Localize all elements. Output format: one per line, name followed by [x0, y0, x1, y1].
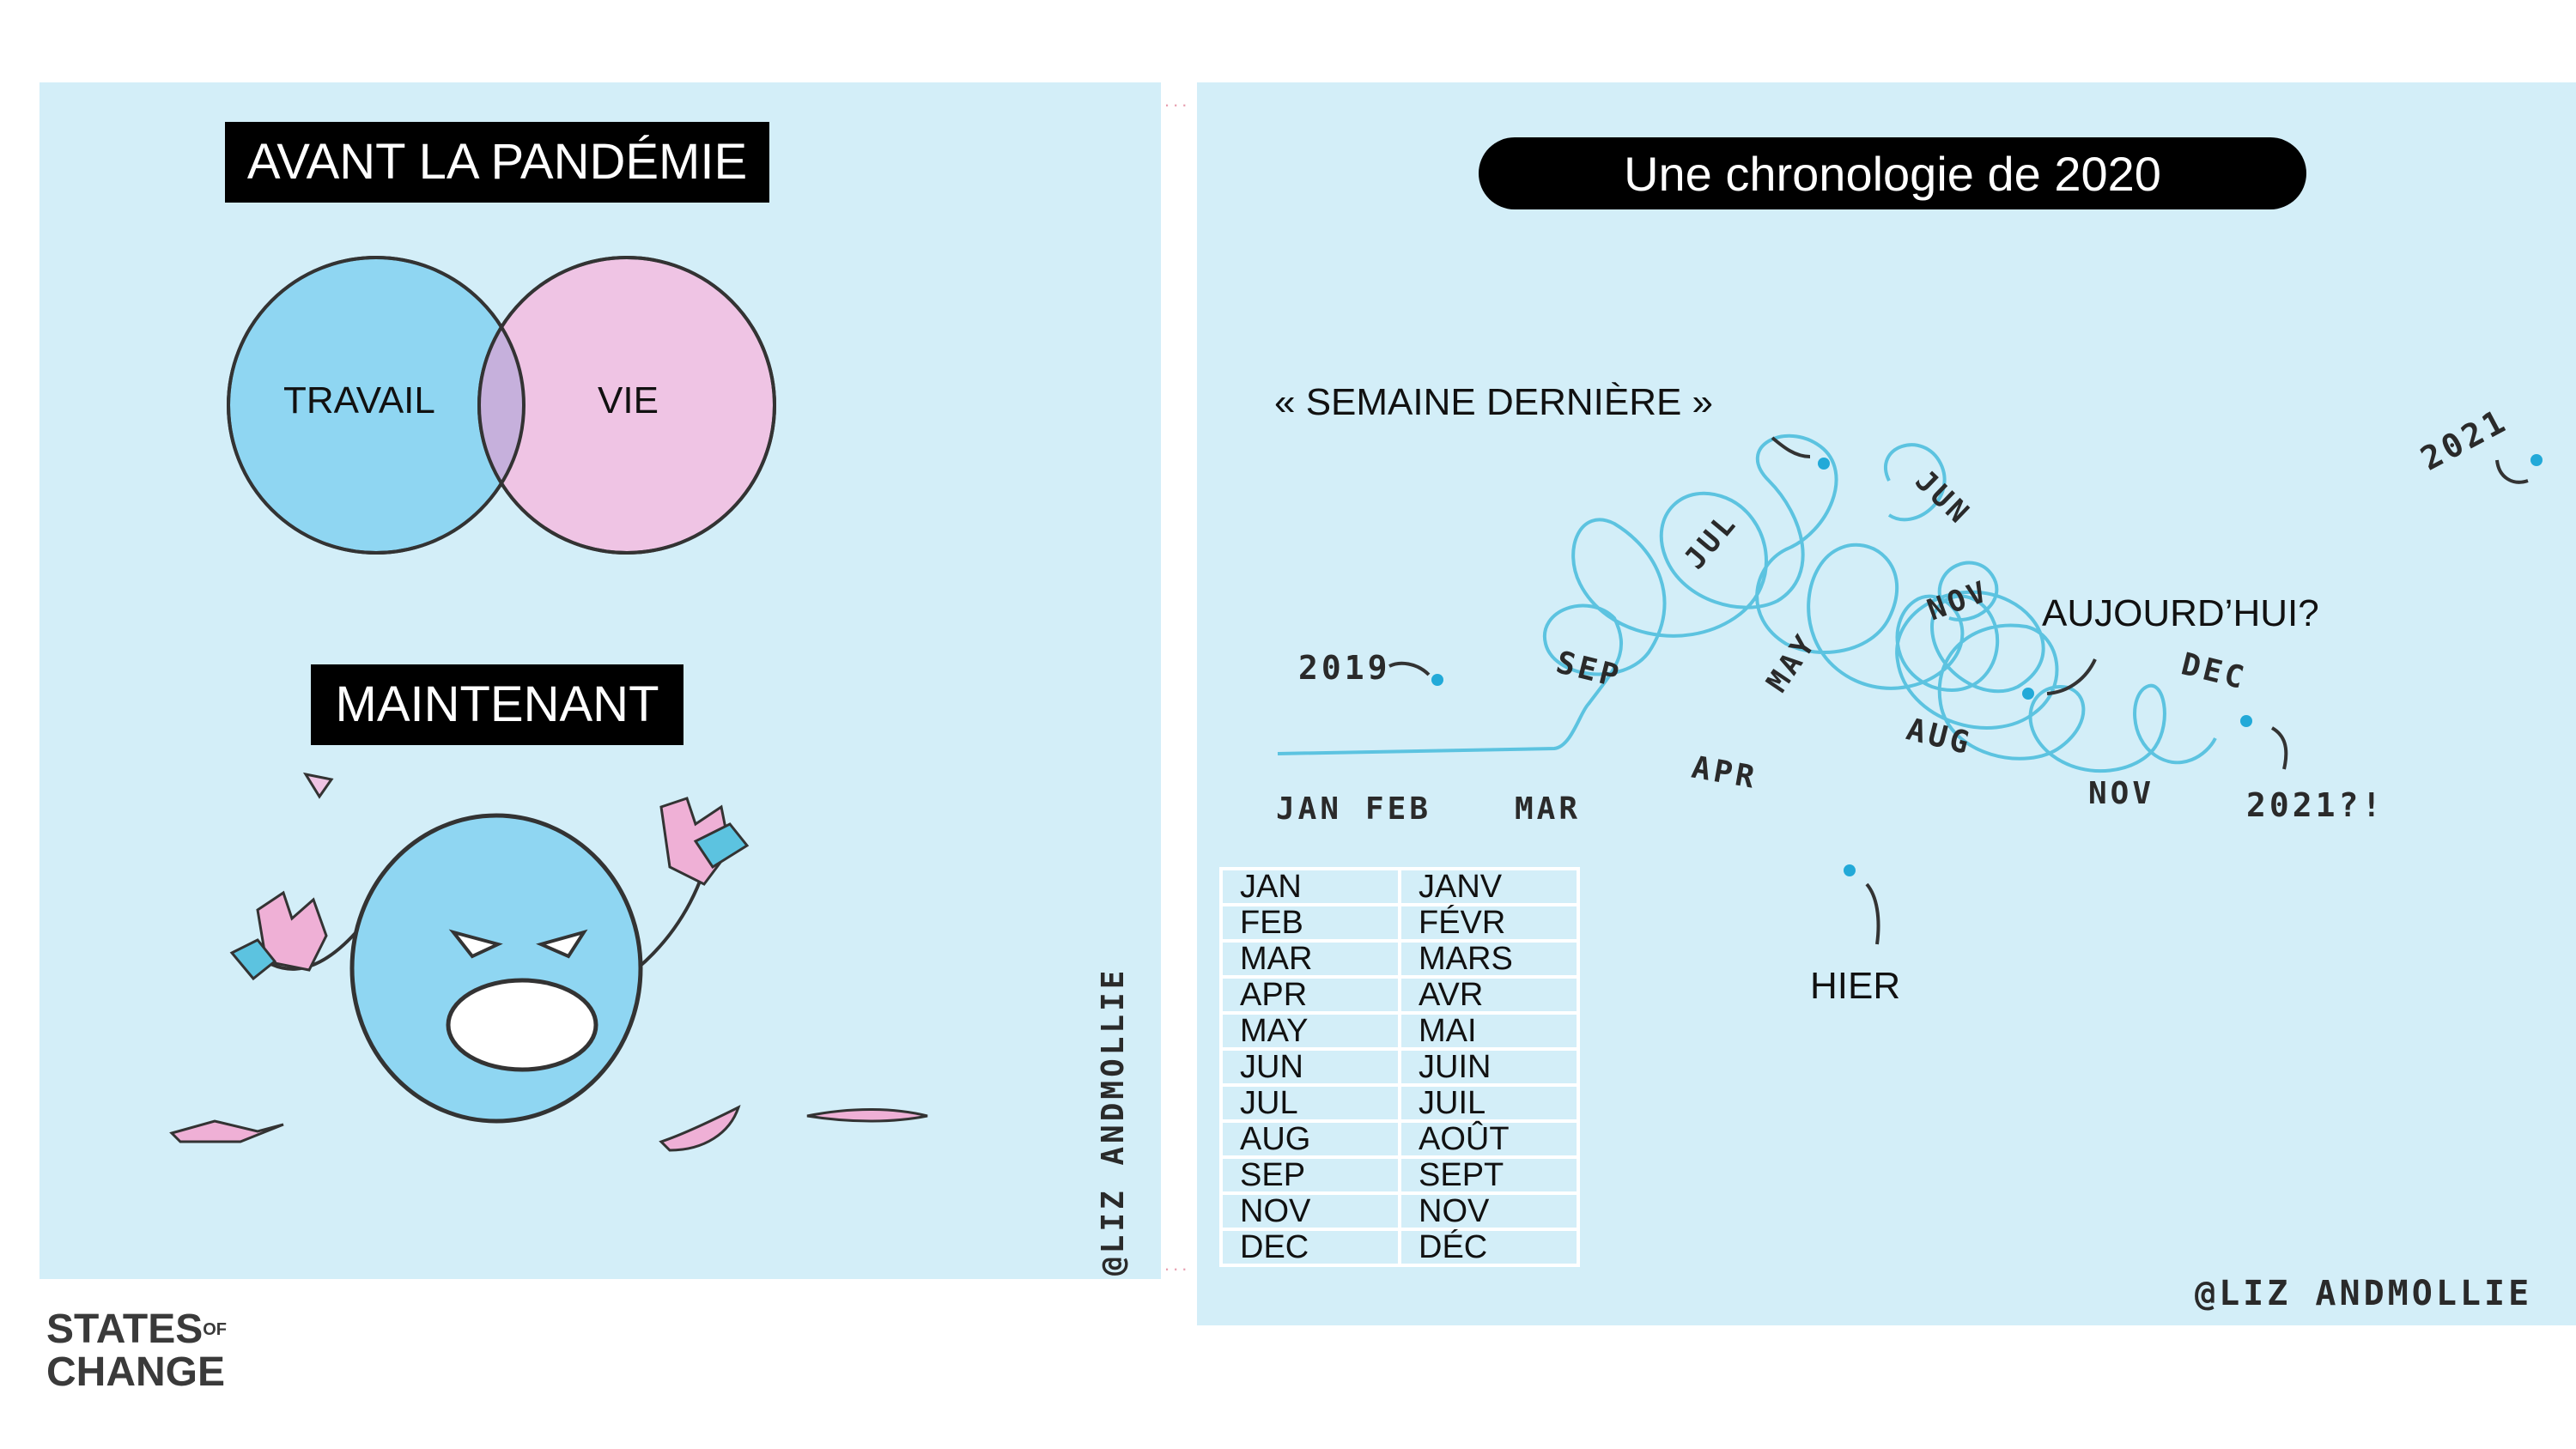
hand-jan: JAN [1276, 791, 1343, 827]
dot-2019 [1431, 674, 1443, 686]
month-french: JUIN [1398, 1047, 1580, 1087]
month-english: APR [1219, 975, 1401, 1015]
logo-of: OF [203, 1320, 228, 1339]
hair-piece [302, 772, 334, 799]
timeline-drawing [1277, 137, 2543, 945]
month-french: JUIL [1398, 1083, 1580, 1123]
logo-line1: STATES [46, 1307, 204, 1352]
month-english: MAY [1219, 1011, 1401, 1051]
hand-2021q: 2021?! [2246, 786, 2385, 824]
hand-nov2: NOV [2088, 776, 2155, 811]
label-today: AUJOURD’HUI? [2042, 592, 2319, 634]
hair-piece [806, 1108, 928, 1123]
month-english: MAR [1219, 939, 1401, 979]
month-french: MAI [1398, 1011, 1580, 1051]
logo-line2: CHANGE [46, 1349, 226, 1395]
month-english: SEP [1219, 1155, 1401, 1195]
title-now: MAINTENANT [311, 664, 683, 745]
month-french: MARS [1398, 939, 1580, 979]
month-english: AUG [1219, 1119, 1401, 1159]
left-credit: @LIZ ANDMOLLIE [1096, 967, 1131, 1276]
stressed-character [169, 772, 928, 1152]
dot-2021 [2530, 454, 2543, 466]
dot-2021q [2240, 715, 2252, 727]
hand-mar: MAR [1515, 791, 1582, 827]
arrow-icon [1388, 661, 1431, 676]
month-french: NOV [1398, 1191, 1580, 1231]
month-english: JUN [1219, 1047, 1401, 1087]
divider-dots-top: ... [1164, 89, 1191, 111]
venn-overlap [479, 328, 524, 482]
month-english: NOV [1219, 1191, 1401, 1231]
month-english: DEC [1219, 1228, 1401, 1267]
hand-2019: 2019 [1298, 649, 1391, 687]
month-french: JANV [1398, 867, 1580, 906]
hair-piece [169, 1119, 284, 1143]
character-mouth [446, 978, 598, 1072]
month-french: FÉVR [1398, 903, 1580, 943]
month-french: SEPT [1398, 1155, 1580, 1195]
arrow-icon [2046, 658, 2097, 695]
character-body [349, 813, 643, 1124]
month-english: JAN [1219, 867, 1401, 906]
title-brush [1479, 137, 2306, 209]
month-french: DÉC [1398, 1228, 1580, 1267]
title-before-pandemic: AVANT LA PANDÉMIE [225, 122, 769, 203]
month-english: JUL [1219, 1083, 1401, 1123]
timeline-title: Une chronologie de 2020 [1624, 146, 2161, 201]
divider-dots-bottom: ... [1164, 1253, 1191, 1275]
hair-piece [659, 1105, 741, 1152]
arrow-icon [2495, 459, 2529, 484]
hand-feb: FEB [1365, 791, 1432, 827]
dot-today [2022, 688, 2034, 700]
arrow-icon [1771, 436, 1811, 458]
month-english: FEB [1219, 903, 1401, 943]
dot-last-week [1818, 458, 1830, 470]
month-french: AOÛT [1398, 1119, 1580, 1159]
label-yesterday: HIER [1810, 965, 1901, 1007]
venn-diagram [227, 256, 776, 555]
states-of-change-logo: STATESOF CHANGE [46, 1308, 227, 1394]
month-french: AVR [1398, 975, 1580, 1015]
arrow-icon [1865, 882, 1880, 945]
venn-label-life: VIE [598, 379, 659, 421]
arrow-icon [2270, 726, 2288, 770]
right-credit: @LIZ ANDMOLLIE [2195, 1274, 2533, 1313]
timeline-line [1277, 433, 2217, 773]
label-last-week: « SEMAINE DERNIÈRE » [1274, 381, 1714, 423]
dot-yesterday [1844, 864, 1856, 876]
venn-label-work: TRAVAIL [283, 379, 435, 421]
